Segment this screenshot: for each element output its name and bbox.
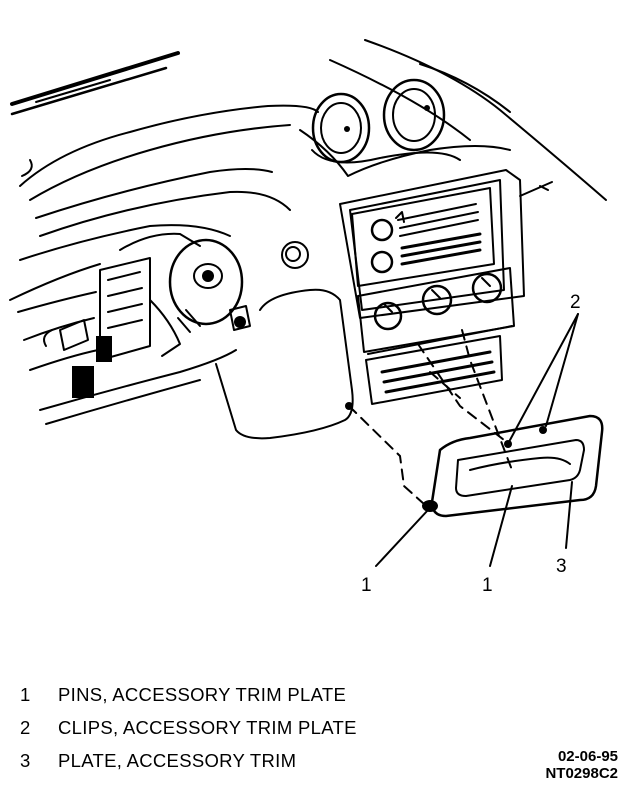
callout-label-3: 3 [556, 556, 567, 577]
alignment-lines [348, 329, 513, 505]
legend-item-text: PINS, ACCESSORY TRIM PLATE [58, 683, 347, 705]
accessory-trim-plate [430, 414, 604, 518]
legend-item: 3 PLATE, ACCESSORY TRIM [20, 744, 357, 777]
callout-label-1-right: 1 [482, 575, 493, 596]
callout-label-2: 2 [570, 292, 581, 313]
dashboard-top [19, 39, 607, 237]
pin-marker [422, 500, 438, 512]
legend-item: 2 CLIPS, ACCESSORY TRIM PLATE [20, 711, 357, 744]
legend-item-text: PLATE, ACCESSORY TRIM [58, 749, 297, 771]
legend-item: 1 PINS, ACCESSORY TRIM PLATE [20, 678, 357, 711]
lower-panel [215, 288, 354, 440]
figure-date: 02-06-95 [557, 748, 618, 765]
leader-lines [375, 313, 579, 567]
callout-label-1-left: 1 [361, 575, 372, 596]
legend-item-number: 3 [20, 749, 31, 771]
legend: 1 PINS, ACCESSORY TRIM PLATE 2 CLIPS, AC… [20, 678, 357, 777]
legend-item-number: 2 [20, 716, 31, 738]
legend-item-number: 1 [20, 683, 31, 705]
figure-id: NT0298C2 [545, 765, 618, 782]
center-stack [339, 169, 525, 405]
round-switch [281, 241, 309, 269]
windshield-edge [10, 51, 180, 116]
steering-column [9, 224, 251, 425]
gauge-cluster [311, 78, 461, 164]
legend-item-text: CLIPS, ACCESSORY TRIM PLATE [58, 716, 357, 738]
